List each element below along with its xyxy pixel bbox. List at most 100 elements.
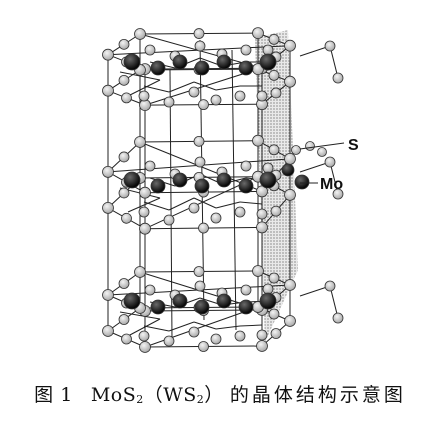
mo-atom (238, 178, 254, 194)
s-atom (268, 34, 280, 45)
s-atom (268, 272, 280, 284)
mo-atom (194, 299, 210, 315)
formula-ws2: WS2 (163, 384, 205, 406)
mo-atom (172, 293, 188, 309)
mo-atom (238, 299, 254, 315)
figure-number: 图 1 (34, 384, 73, 406)
s-atom (262, 162, 274, 174)
mo-atom (194, 60, 210, 76)
s-atom (102, 325, 114, 337)
s-atom (193, 266, 205, 277)
paren-open: （ (143, 384, 164, 406)
bond (329, 161, 339, 195)
s-atom (256, 221, 268, 234)
s-label-leader (299, 142, 345, 150)
bond (127, 79, 161, 97)
s-atom (284, 152, 296, 165)
inner-vertical (231, 49, 237, 331)
s-atom (270, 205, 282, 217)
s-atom (118, 187, 130, 199)
s-atom (210, 212, 222, 224)
s-atom (252, 134, 264, 147)
bond (143, 85, 170, 93)
s-atom (194, 156, 206, 168)
s-atom (118, 151, 130, 163)
bond (193, 197, 217, 209)
s-atom (188, 202, 200, 214)
s-atom (163, 214, 175, 226)
s-atom (234, 330, 246, 342)
bond (143, 325, 170, 332)
bond (193, 81, 217, 91)
mo-atom (259, 53, 277, 71)
bond (215, 85, 241, 91)
s-atom (198, 341, 209, 352)
s-atom (268, 70, 280, 81)
s-atom (138, 90, 150, 102)
s-atom (270, 87, 282, 99)
s-atom (198, 99, 209, 111)
s-atom (234, 90, 246, 102)
s-atom (144, 160, 156, 172)
mo-atom (216, 54, 232, 70)
bond (168, 81, 195, 93)
bond (193, 321, 217, 330)
bond (329, 45, 339, 79)
mo-atom (281, 163, 295, 177)
s-atom (324, 40, 336, 52)
s-atom (284, 39, 296, 52)
s-atom (102, 165, 114, 178)
s-atom (270, 328, 282, 339)
s-atom (291, 145, 301, 155)
bond (119, 311, 161, 320)
bond (215, 201, 241, 209)
s-atom (332, 72, 344, 84)
s-atom (317, 147, 327, 157)
s-atom (139, 222, 151, 235)
s-atom (262, 44, 274, 56)
bond (168, 321, 195, 332)
s-atom (210, 333, 222, 345)
s-atom (134, 28, 146, 40)
s-atom (332, 312, 344, 324)
bond (215, 325, 241, 330)
mo-atom (150, 60, 166, 76)
s-atom (284, 188, 296, 201)
s-atom (324, 280, 336, 292)
s-atom (163, 96, 175, 108)
s-atom (268, 308, 280, 320)
s-atom (240, 160, 252, 172)
bond (329, 285, 339, 319)
s-atom (118, 314, 130, 325)
hex-diagonal (144, 68, 259, 106)
s-atom (284, 75, 296, 88)
s-atom (102, 289, 114, 301)
s-atom (284, 315, 296, 327)
s-atom (118, 278, 130, 289)
s-atom (194, 40, 206, 52)
s-atom (144, 284, 156, 296)
s-atom (134, 136, 146, 148)
s-atom (121, 212, 132, 224)
formula-mos2: MoS2 (90, 384, 144, 406)
s-atom (268, 144, 280, 156)
bond (239, 324, 263, 327)
inner-vertical (169, 69, 173, 341)
s-atom (256, 185, 268, 198)
s-atom (139, 341, 151, 353)
sulfur-atoms (102, 27, 344, 353)
s-atom (284, 279, 296, 291)
s-atom (139, 186, 151, 199)
s-atom (102, 84, 114, 97)
bond (239, 201, 263, 205)
mo-atom (194, 178, 210, 194)
s-atom (332, 188, 344, 200)
bond (119, 71, 161, 81)
s-atom (234, 206, 246, 218)
s-atom (121, 333, 132, 345)
bond (127, 197, 161, 213)
molybdenum-atoms (123, 53, 310, 315)
s-atom (324, 156, 336, 168)
